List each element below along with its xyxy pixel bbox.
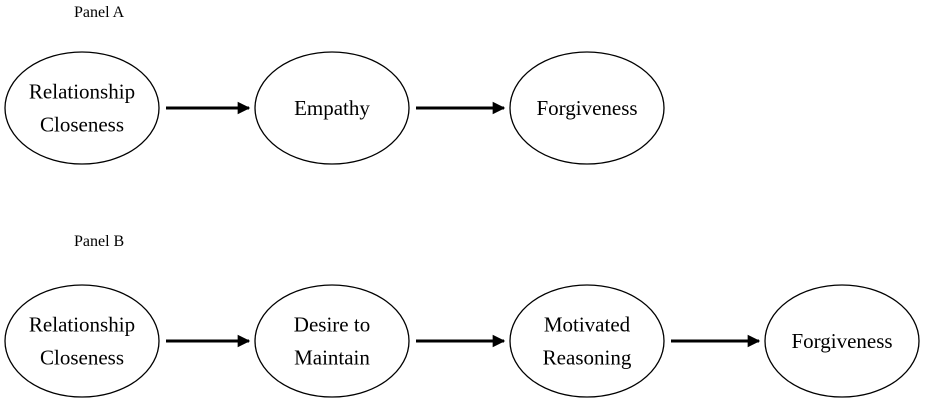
node-label: Reasoning — [543, 346, 632, 370]
node-label: Motivated — [544, 313, 631, 337]
node-label: Forgiveness — [536, 96, 637, 120]
node-ellipse — [254, 51, 410, 165]
node-label: Desire to — [294, 313, 370, 337]
panel-a-label: Panel A — [74, 4, 125, 21]
node-label: Relationship — [29, 80, 135, 104]
node-ellipse — [764, 284, 920, 398]
node-label: Empathy — [294, 96, 370, 120]
node-ellipse — [4, 284, 160, 398]
empathy-node: Empathy — [254, 51, 410, 165]
node-label: Maintain — [294, 346, 370, 370]
node-label: Closeness — [40, 113, 124, 137]
forgiveness-node: Forgiveness — [509, 51, 665, 165]
node-ellipse — [509, 51, 665, 165]
node-ellipse — [4, 51, 160, 165]
panel-b-label: Panel B — [74, 233, 125, 250]
node-ellipse — [254, 284, 410, 398]
desire-to-maintain-node: Desire to Maintain — [254, 284, 410, 398]
forgiveness-node: Forgiveness — [764, 284, 920, 398]
node-label: Forgiveness — [791, 329, 892, 353]
node-ellipse — [509, 284, 665, 398]
node-label: Relationship — [29, 313, 135, 337]
node-label: Closeness — [40, 346, 124, 370]
